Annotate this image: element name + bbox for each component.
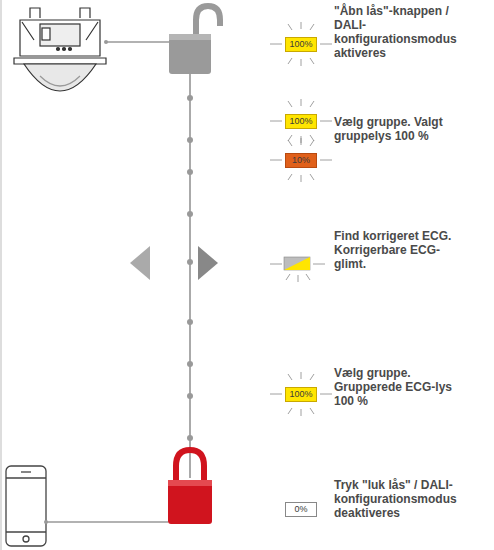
percent-box: 10% — [285, 153, 317, 168]
sensor-illustration — [14, 8, 106, 91]
percent-text: 0% — [289, 504, 313, 515]
step-text: Vælg gruppe. Grupperede ECG-lys 100 % — [334, 366, 464, 408]
open-lock — [169, 6, 220, 74]
percent-box: 0% — [285, 502, 317, 517]
percent-box: 100% — [285, 37, 317, 52]
percent-text: 10% — [289, 155, 313, 166]
step-text: Find korrigeret ECG. Korrigerbare ECG-gl… — [334, 229, 464, 271]
percent-box: 100% — [285, 387, 317, 402]
closed-lock — [168, 450, 212, 524]
step-text: "Åbn lås"-knappen / DALI-konfigurationsm… — [334, 4, 474, 60]
step-text: Vælg gruppe. Valgt gruppelys 100 % — [334, 115, 474, 143]
percent-box: 100% — [285, 114, 317, 129]
ecg-icon — [284, 257, 310, 270]
phone-icon — [6, 466, 46, 546]
percent-text: 100% — [289, 39, 313, 50]
percent-text: 100% — [289, 116, 313, 127]
percent-text: 100% — [289, 389, 313, 400]
step-text: Tryk "luk lås" / DALI-konfigurationsmodu… — [334, 478, 474, 520]
